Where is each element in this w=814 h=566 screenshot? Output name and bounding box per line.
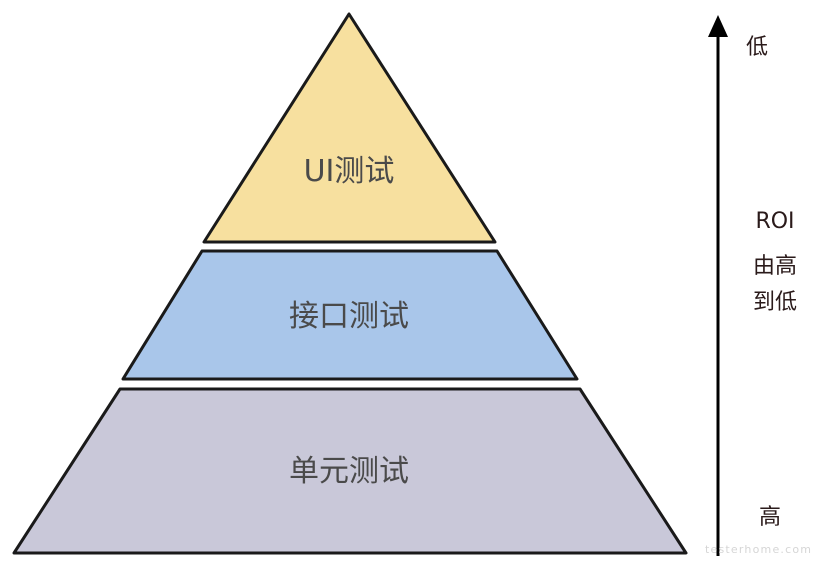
pyramid-tier-unit-label: 单元测试 (289, 454, 409, 489)
roi-arrow-head-icon (708, 15, 728, 37)
roi-title-line1: ROI (755, 209, 794, 234)
watermark-text: testerhome.com (705, 543, 812, 556)
pyramid-tier-ui-label: UI测试 (304, 154, 395, 189)
roi-title-line3: 到低 (753, 290, 797, 315)
pyramid-tier-ui (202, 12, 497, 244)
roi-title-line2: 由高 (753, 254, 797, 279)
roi-bottom-label: 高 (759, 505, 781, 530)
roi-top-label: 低 (746, 35, 768, 60)
pyramid-tier-api-label: 接口测试 (289, 299, 409, 334)
pyramid-tier-unit (12, 387, 688, 555)
pyramid-tier-api (121, 249, 579, 381)
